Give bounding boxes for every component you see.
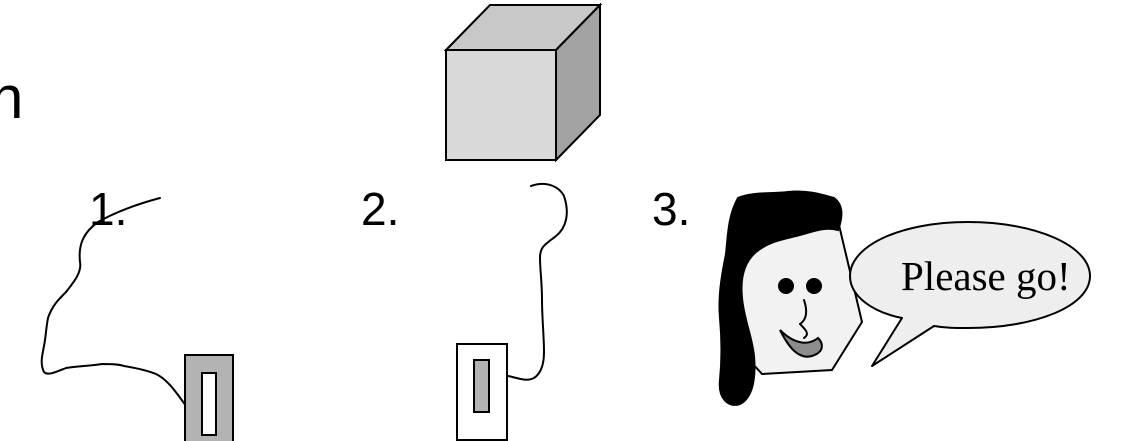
cube-icon	[446, 5, 600, 160]
step-2-light-switch-icon	[457, 344, 507, 440]
step-1: 1.	[42, 183, 233, 441]
step-1-label: 1.	[89, 183, 127, 235]
partial-heading-glyph: n	[0, 64, 23, 131]
step-2-wire-icon	[508, 184, 567, 380]
step-3: 3. Please go!	[652, 183, 1090, 405]
step-2: 2.	[361, 5, 600, 440]
left-eye	[778, 278, 794, 294]
right-eye	[806, 278, 822, 294]
speech-bubble-text: Please go!	[901, 253, 1071, 299]
step-2-label: 2.	[361, 183, 399, 235]
speech-bubble-icon: Please go!	[850, 222, 1090, 366]
step-1-light-switch-icon	[185, 355, 233, 441]
face-icon	[719, 191, 862, 404]
step-3-label: 3.	[652, 183, 690, 235]
